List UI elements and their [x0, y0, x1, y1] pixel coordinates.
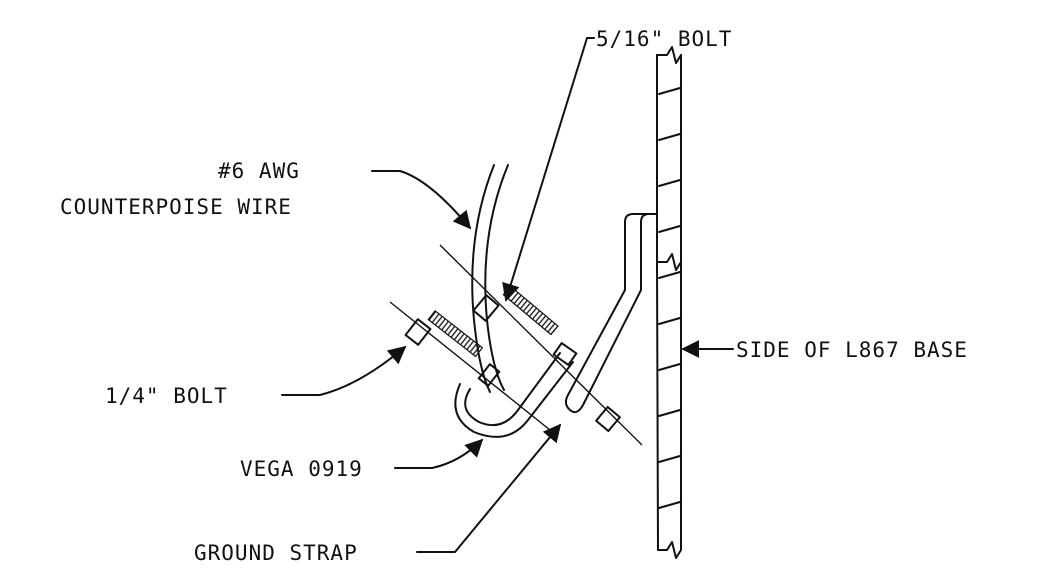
l867-base-wall-upper — [656, 46, 682, 263]
leader-awg-wire — [371, 170, 472, 230]
leader-vega — [394, 438, 484, 469]
wall-left-edge — [656, 261, 659, 551]
label-awg-line1: #6 AWG — [218, 159, 300, 183]
label-1-4-bolt: 1/4" BOLT — [105, 384, 228, 408]
leader-ground-strap — [416, 423, 562, 553]
label-ground-strap: GROUND STRAP — [194, 541, 358, 565]
wall-top-break — [656, 253, 682, 271]
wall-hatching — [658, 179, 681, 509]
leader-lines — [281, 37, 734, 553]
l867-base-wall — [656, 179, 682, 559]
label-vega: VEGA 0919 — [240, 457, 363, 481]
leader-5-16-bolt — [502, 37, 595, 302]
counterpoise-wire — [471, 164, 509, 393]
ground-strap — [564, 213, 658, 414]
leader-1-4-bolt — [281, 345, 407, 396]
quarter-inch-bolt — [389, 301, 551, 431]
label-awg-line2: COUNTERPOISE WIRE — [60, 195, 292, 219]
vega-0919-clamp — [454, 342, 578, 438]
label-side-base: SIDE OF L867 BASE — [736, 338, 968, 362]
label-5-16-bolt: 5/16" BOLT — [596, 27, 732, 51]
wall-bottom-break — [657, 541, 682, 559]
